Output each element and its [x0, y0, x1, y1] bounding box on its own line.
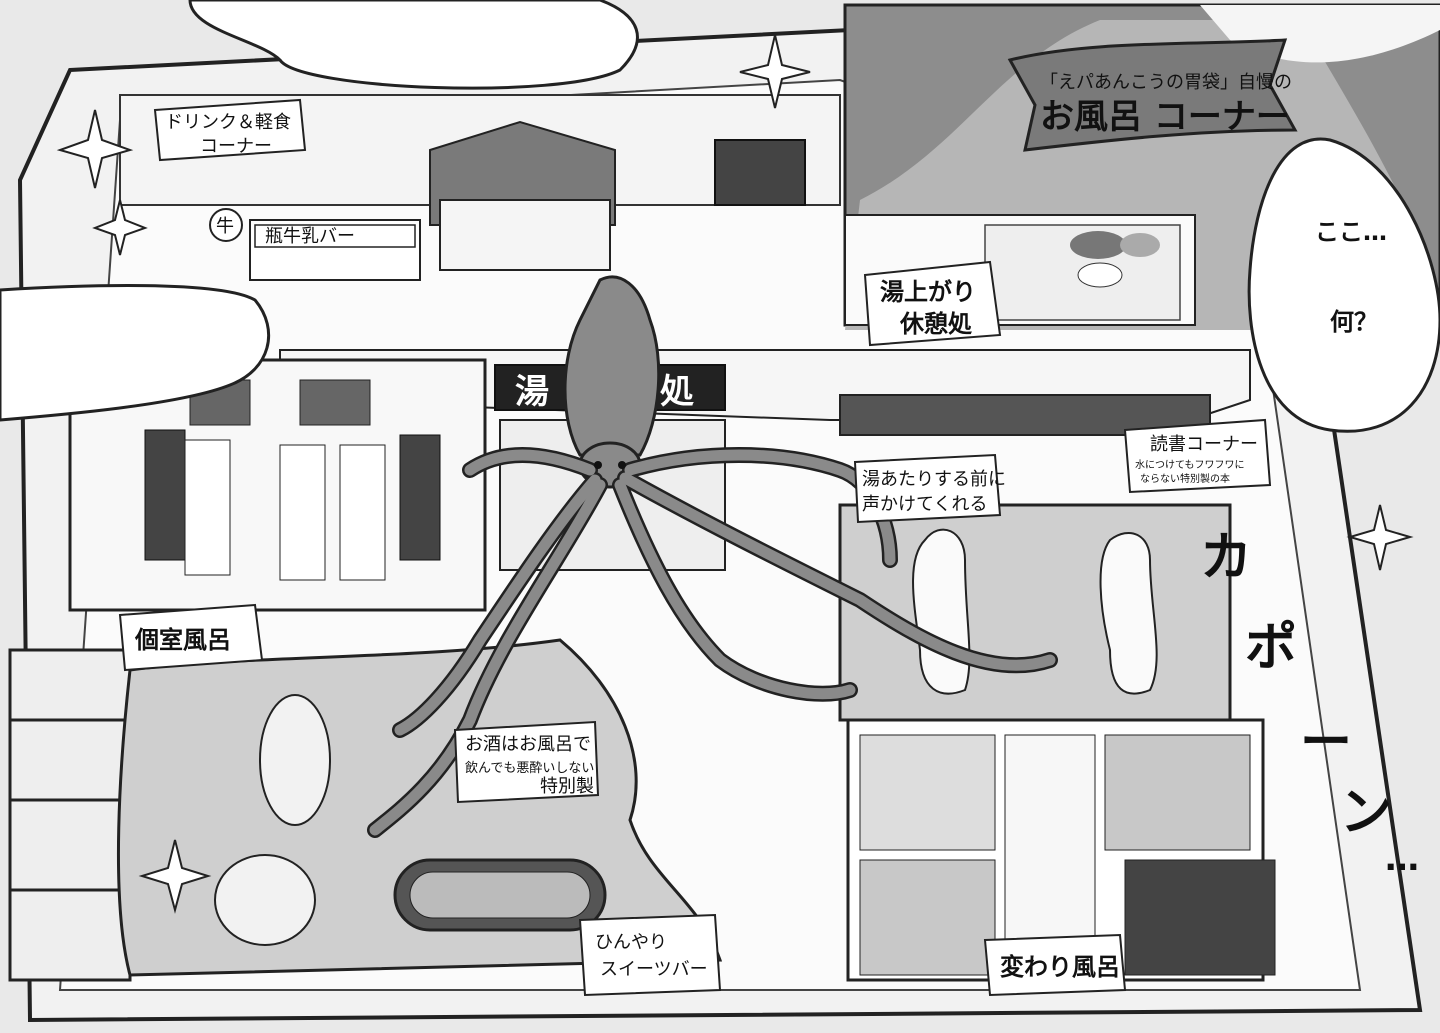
svg-text:ドリンク＆軽食: ドリンク＆軽食 — [165, 112, 291, 133]
svg-text:お酒はお風呂で: お酒はお風呂で — [465, 734, 591, 755]
svg-text:コーナー: コーナー — [200, 136, 272, 157]
bath-rock — [259, 694, 331, 826]
svg-text:声かけてくれる: 声かけてくれる — [862, 494, 987, 515]
label-novelty-bath: 変わり風呂 — [983, 933, 1127, 997]
sfx-dash: ー — [1300, 713, 1352, 773]
milk-sign-text: 牛 — [216, 216, 234, 237]
noren-right-text: 処 — [660, 372, 694, 412]
speech-line2: 何？ — [1330, 308, 1378, 336]
svg-text:特別製: 特別製 — [540, 776, 594, 797]
thought-cloud-top — [188, 0, 639, 90]
label-sake: お酒はお風呂で 飲んでも悪酔いしない 特別製 — [453, 720, 600, 804]
svg-text:ひんやり: ひんやり — [595, 932, 667, 953]
sfx-ka: カ — [1200, 528, 1252, 588]
svg-text:スイーツバー: スイーツバー — [600, 959, 708, 980]
svg-text:湯あたりする前に: 湯あたりする前に — [862, 469, 1006, 490]
bath-rock — [214, 854, 316, 946]
sfx-dots: … — [1385, 839, 1419, 879]
label-drink-corner: ドリンク＆軽食 コーナー — [153, 98, 307, 162]
svg-text:ならない特別製の本: ならない特別製の本 — [1140, 472, 1230, 485]
sfx-po: ポ — [1245, 618, 1297, 678]
label-sweets-bar: ひんやり スイーツバー — [578, 913, 722, 997]
sparkle-icon — [1346, 504, 1414, 571]
right-bath — [838, 503, 1232, 722]
speech-line1: ここ… — [1315, 218, 1387, 246]
svg-text:休憩処: 休憩処 — [899, 310, 972, 338]
label-rest-area: 湯上がり 休憩処 — [863, 260, 1002, 347]
label-private-bath: 個室風呂 — [118, 603, 264, 672]
novelty-bath-grid — [846, 718, 1276, 982]
milk-sign — [209, 208, 243, 242]
speech-bubble: ここ… 何？ — [1247, 137, 1440, 433]
sparkle-icon-group — [56, 34, 1414, 914]
sparkle-icon — [739, 34, 811, 109]
svg-text:湯上がり: 湯上がり — [880, 278, 976, 306]
thought-cloud-left — [0, 284, 271, 422]
sparkle-icon — [56, 109, 134, 189]
label-yuatari: 湯あたりする前に 声かけてくれる — [853, 453, 1006, 524]
svg-text:変わり風呂: 変わり風呂 — [1000, 953, 1120, 981]
sound-effect: カ ポ ー ン … — [1200, 528, 1419, 879]
private-bath-cubicles — [8, 648, 132, 982]
food-stall — [429, 120, 616, 271]
svg-text:水につけてもフワフワに: 水につけてもフワフワに — [1135, 459, 1245, 471]
rest-area — [844, 214, 1196, 326]
drink-bar-stall: 瓶牛乳バー 牛 — [209, 208, 421, 281]
svg-text:飲んでも悪酔いしない: 飲んでも悪酔いしない — [465, 760, 594, 776]
label-reading-corner: 読書コーナー 水につけてもフワフワに ならない特別製の本 — [1123, 418, 1272, 494]
svg-text:読書コーナー: 読書コーナー — [1150, 434, 1258, 455]
noren-left-text: 湯 — [515, 372, 549, 412]
banner-top-text: 「えパあんこうの胃袋」自慢の — [1040, 72, 1292, 93]
svg-text:個室風呂: 個室風呂 — [134, 626, 231, 654]
sfx-n: ン — [1340, 783, 1392, 843]
banner-bottom-text: お風呂 コーナー — [1040, 97, 1290, 137]
bar-sign-text: 瓶牛乳バー — [265, 226, 355, 247]
sparkle-icon — [92, 199, 148, 256]
giant-squid — [367, 275, 1058, 838]
title-banner: 「えパあんこうの胃袋」自慢の お風呂 コーナー — [1007, 38, 1298, 152]
sparkle-icon — [138, 839, 212, 914]
back-door — [714, 139, 806, 206]
